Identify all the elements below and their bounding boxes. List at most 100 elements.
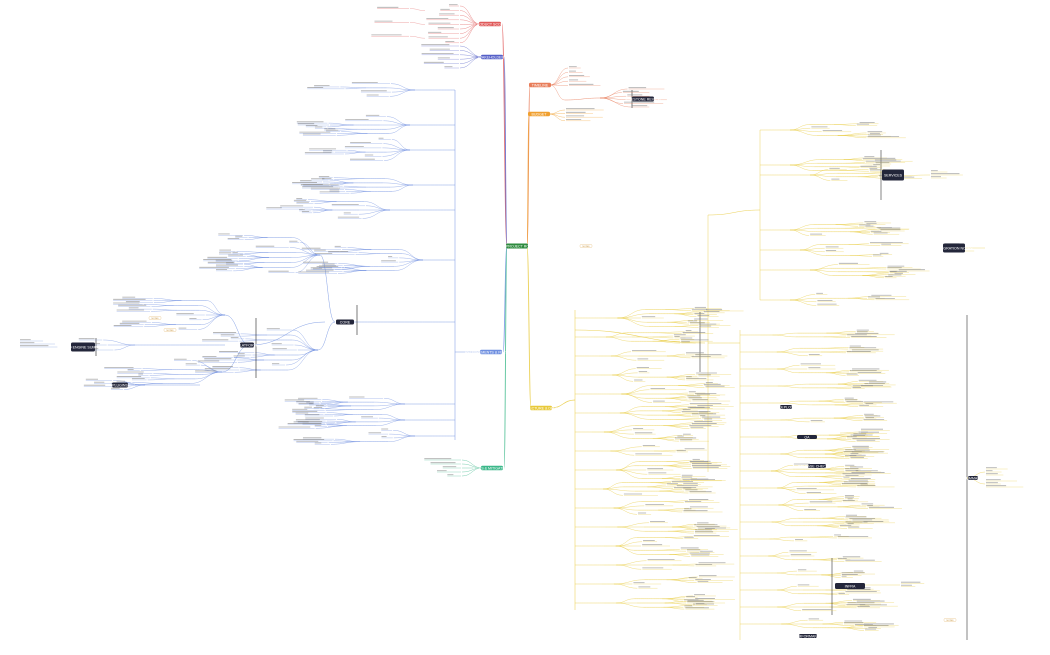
- branch-connector: [810, 173, 837, 175]
- branch-connector: [768, 552, 788, 556]
- branch-connector: [790, 230, 820, 232]
- branch-connector: [244, 253, 268, 254]
- note-note-left-2[interactable]: NOTES: [164, 329, 176, 332]
- main-connector-architecture: [527, 246, 531, 408]
- branch-connector: [399, 250, 423, 261]
- branch-connector: [234, 358, 264, 360]
- branch-connector: [195, 372, 222, 379]
- note-label: NOTES: [947, 620, 955, 622]
- callout-arch-infra[interactable]: INFRA: [835, 583, 865, 589]
- branch-connector: [834, 125, 856, 126]
- branch-connector: [148, 379, 175, 380]
- branch-connector: [389, 434, 415, 436]
- branch-connector: [351, 191, 371, 193]
- branch-connector: [345, 152, 366, 154]
- branch-connector: [614, 580, 645, 584]
- branch-connector: [654, 451, 676, 452]
- note-note-upper-right[interactable]: NOTES: [580, 245, 592, 248]
- note-note-left[interactable]: NOTES: [149, 317, 161, 320]
- branch-connector: [659, 489, 682, 491]
- note-label: NOTES: [167, 330, 175, 332]
- note-label: NOTES: [152, 318, 160, 320]
- branch-connector: [670, 394, 694, 395]
- branch-connector: [836, 223, 864, 225]
- branch-node-product-scope-label: PRODUCT SCOPE: [474, 22, 506, 26]
- branch-connector: [664, 502, 684, 503]
- branch-connector: [610, 447, 641, 451]
- callout-arch-qa-label: QA: [804, 435, 810, 439]
- branch-connector: [665, 407, 687, 409]
- branch-connector: [772, 518, 799, 522]
- branch-connector: [850, 255, 872, 256]
- branch-node-budget-label: BUDGET: [532, 112, 548, 116]
- branch-connector: [657, 550, 686, 551]
- callout-req-core-label: CORE: [340, 320, 351, 324]
- callout-req-plugins[interactable]: PLUGINS: [112, 383, 128, 388]
- branch-node-product-scope[interactable]: PRODUCT SCOPE: [474, 22, 506, 27]
- branch-connector: [665, 603, 695, 605]
- branch-connector: [150, 374, 179, 375]
- branch-connector: [667, 322, 689, 324]
- branch-node-architecture[interactable]: ARCHITECTURE & DELIVERY: [516, 406, 567, 411]
- callout-arch-qa[interactable]: QA: [797, 435, 817, 439]
- branch-connector: [665, 405, 689, 407]
- branch-connector: [600, 89, 628, 98]
- callout-arch-release[interactable]: RELEASE CHECKLIST: [798, 464, 837, 468]
- callout-arch-summary[interactable]: SUMMARY: [964, 476, 983, 480]
- callout-req-audio-engine-label: AUDIO ENGINE SUMMARY: [60, 345, 106, 349]
- callout-arch-perf[interactable]: PERFORMANCE: [794, 634, 823, 638]
- branch-connector: [790, 230, 809, 235]
- branch-connector: [348, 248, 372, 250]
- branch-connector: [151, 310, 177, 311]
- branch-connector: [132, 382, 162, 383]
- branch-node-timeline[interactable]: TIMELINE: [529, 83, 551, 88]
- branch-node-risks[interactable]: RISKS & MITIGATIONS: [473, 466, 512, 471]
- branch-connector: [154, 298, 182, 300]
- branch-connector: [114, 345, 135, 350]
- branch-connector: [154, 301, 182, 303]
- note-label: NOTES: [583, 246, 591, 248]
- branch-connector: [840, 432, 860, 433]
- callout-arch-release-label: RELEASE CHECKLIST: [798, 464, 837, 468]
- branch-connector: [410, 22, 425, 24]
- branch-connector: [384, 150, 410, 161]
- branch-connector: [665, 310, 691, 311]
- branch-connector: [790, 160, 820, 165]
- branch-connector: [780, 418, 804, 420]
- branch-connector: [823, 624, 854, 626]
- branch-connector: [144, 304, 174, 305]
- branch-connector: [241, 334, 268, 335]
- callout-timeline-milestone[interactable]: MILESTONE REVIEW: [625, 97, 661, 102]
- branch-connector: [600, 98, 623, 103]
- branch-node-requirements[interactable]: REQUIREMENTS & FEATURES: [465, 350, 518, 355]
- branch-connector: [323, 182, 353, 183]
- root-node[interactable]: SOUND PROJECT ROADMAP: [492, 244, 542, 249]
- note-note-right-mid[interactable]: NOTES: [944, 619, 956, 622]
- branch-connector: [345, 189, 371, 191]
- branch-node-budget[interactable]: BUDGET: [528, 112, 550, 117]
- branch-connector: [198, 315, 225, 329]
- branch-connector: [790, 163, 817, 165]
- branch-connector: [382, 150, 410, 156]
- branch-connector: [238, 360, 264, 362]
- callout-req-platform[interactable]: PLATFORM: [237, 343, 256, 348]
- branch-connector: [665, 538, 683, 539]
- branch-connector: [825, 590, 846, 591]
- callout-arch-services[interactable]: SERVICES: [882, 170, 904, 181]
- branch-connector: [153, 309, 177, 310]
- branch-node-stakeholders[interactable]: STAKEHOLDERS: [478, 55, 507, 60]
- branch-connector: [286, 350, 318, 365]
- callout-arch-deploy[interactable]: DEPLOY: [779, 405, 794, 409]
- branch-connector: [356, 254, 381, 255]
- branch-connector: [245, 238, 268, 240]
- callout-req-core[interactable]: CORE: [336, 320, 354, 325]
- callout-arch-summary-label: SUMMARY: [964, 476, 983, 480]
- branch-connector: [800, 245, 820, 250]
- branch-connector: [845, 163, 874, 164]
- branch-connector: [549, 110, 565, 114]
- callout-arch-services-label: SERVICES: [884, 173, 903, 177]
- branch-connector: [348, 150, 366, 152]
- branch-node-timeline-label: TIMELINE: [532, 83, 549, 87]
